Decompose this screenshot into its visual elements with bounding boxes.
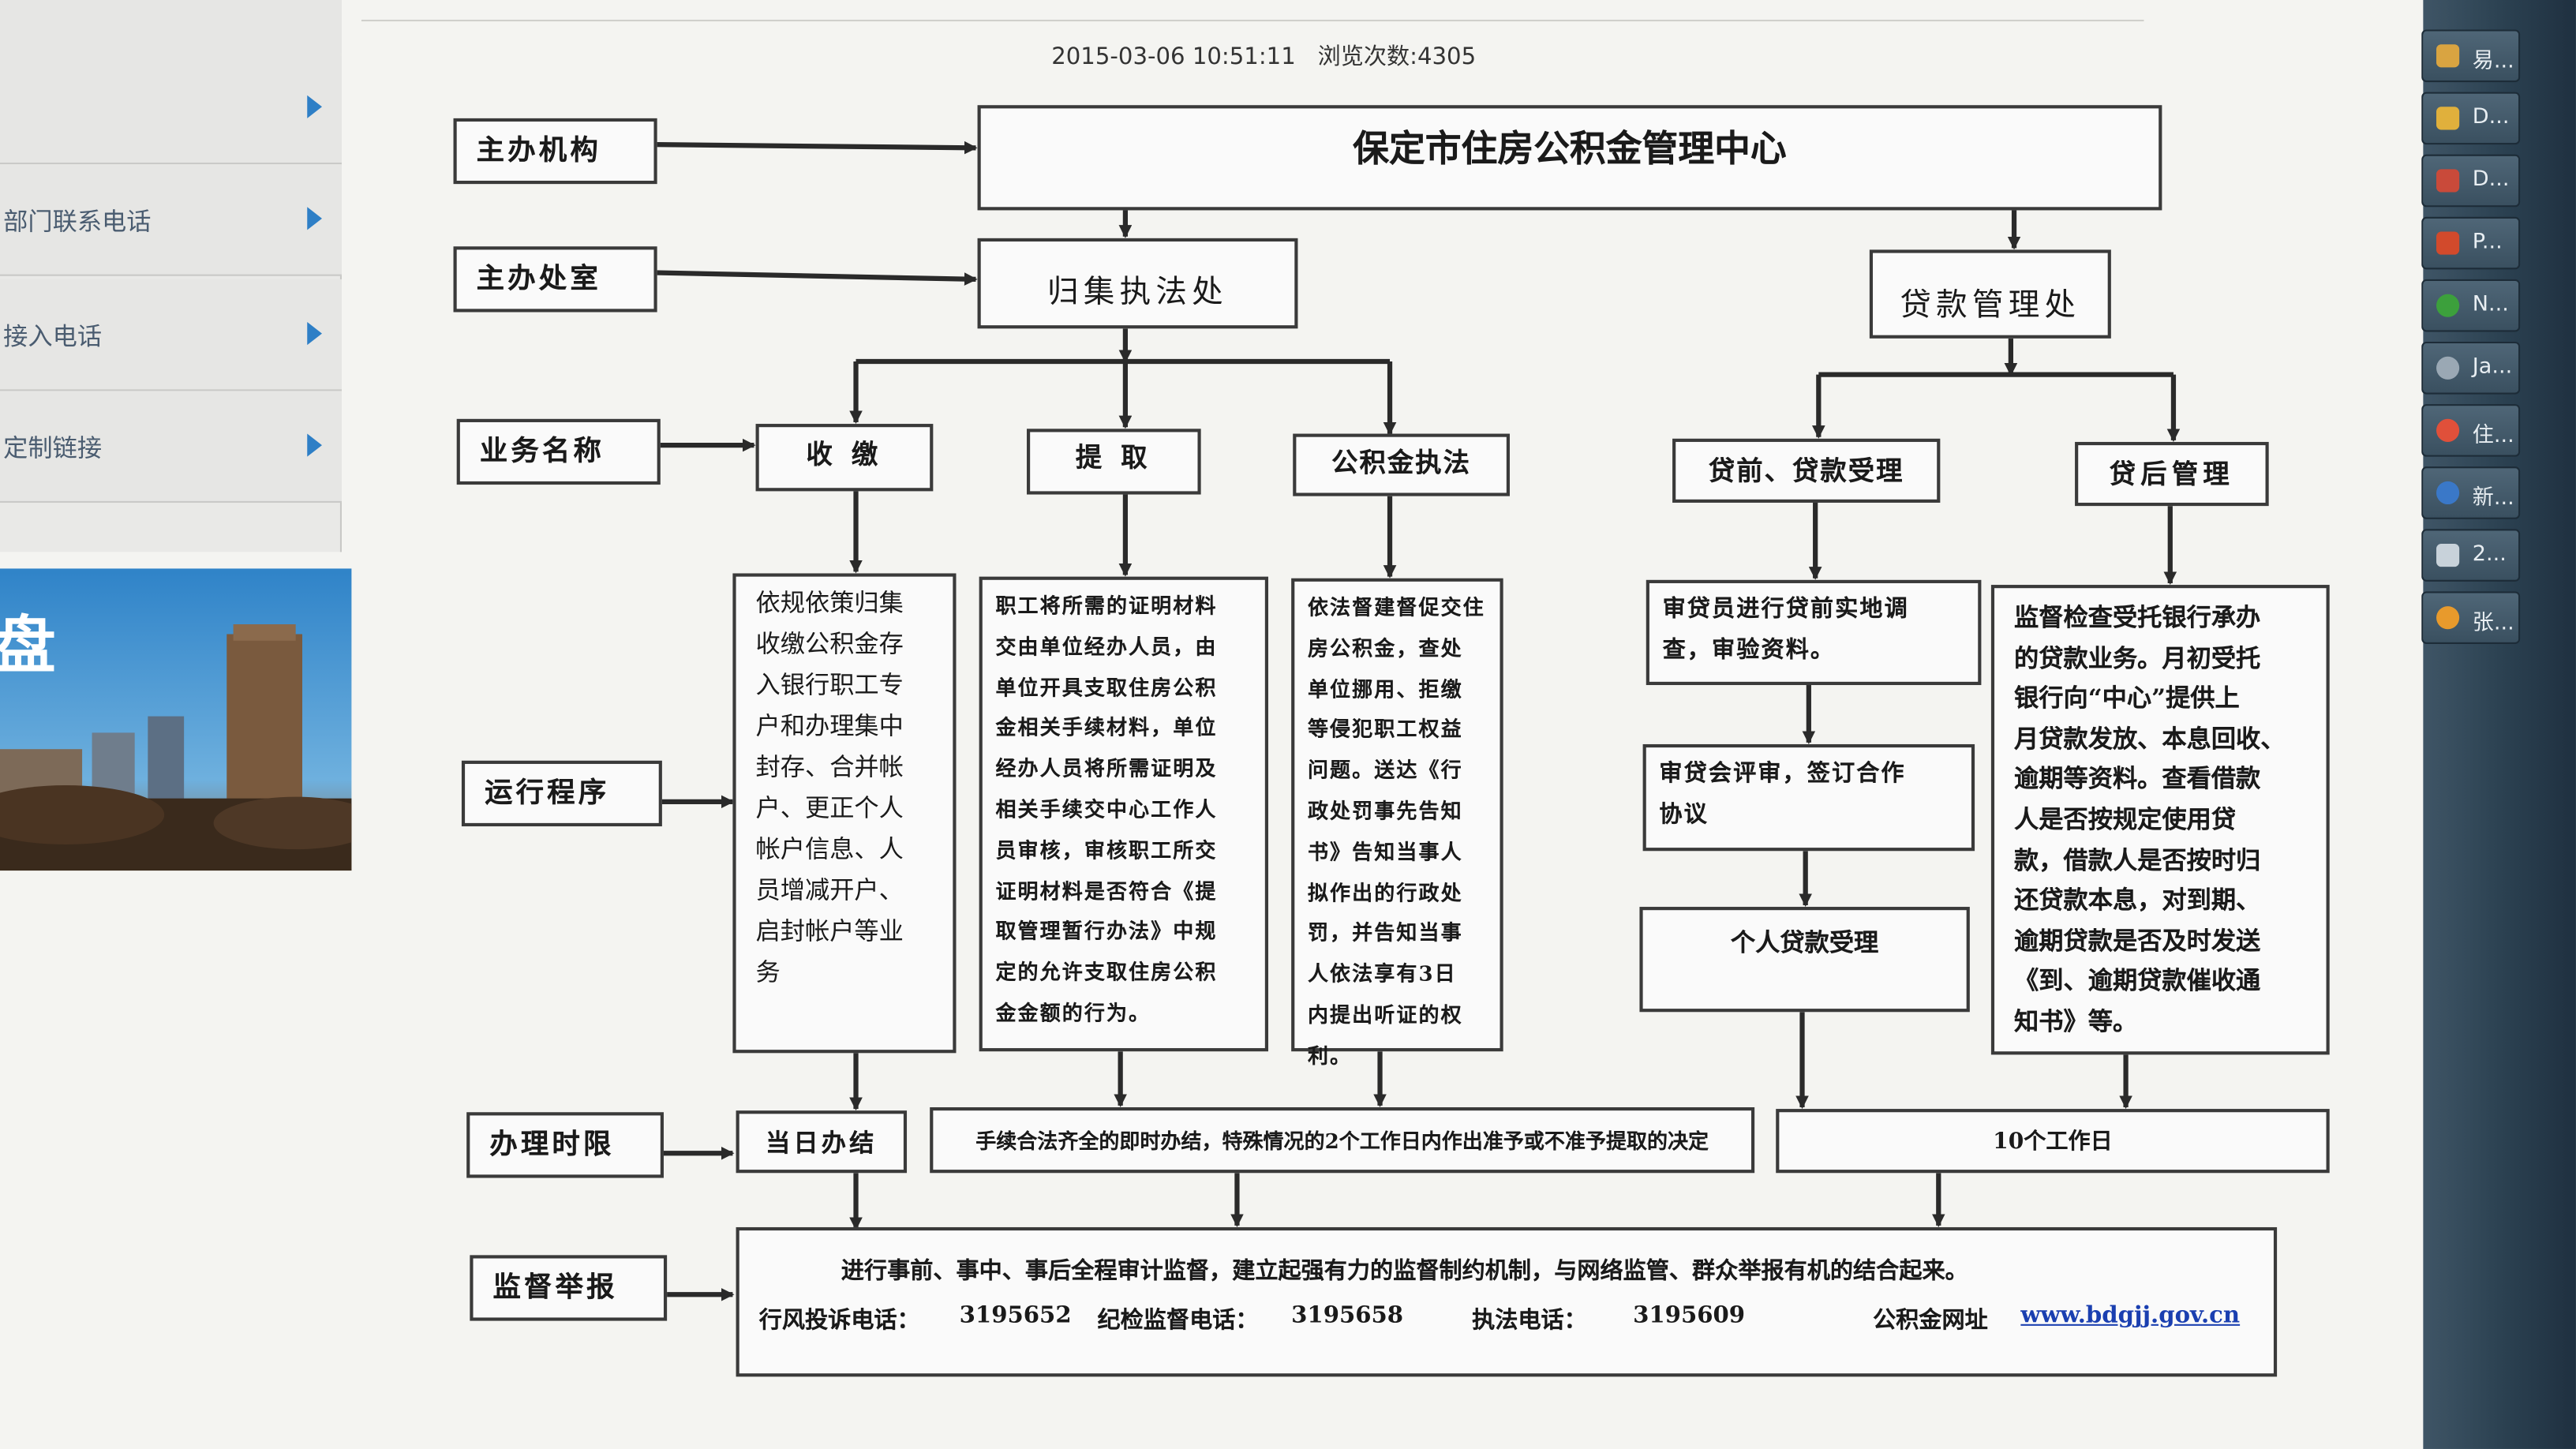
- proc-loan-step3: 个人贷款受理: [1639, 907, 1970, 1013]
- chat-icon: [2436, 606, 2460, 630]
- proc-loan-step2: 审贷会评审，签订合作 协议: [1642, 743, 1975, 852]
- label-procedure: 运行程序: [461, 760, 662, 827]
- app-icon: [2436, 231, 2460, 255]
- complaint-phone: 3195652: [959, 1302, 1072, 1330]
- discipline-phone: 3195658: [1291, 1302, 1404, 1330]
- node-pre-loan: 贷前、贷款受理: [1672, 438, 1941, 503]
- view-count: 浏览次数:4305: [1317, 44, 1477, 71]
- divider: [361, 19, 2144, 22]
- sidebar-item-top[interactable]: [0, 0, 342, 56]
- taskbar-item-4[interactable]: P...: [2421, 216, 2521, 270]
- app-icon: [2436, 294, 2460, 317]
- sidebar-item-label: 部门联系电话: [3, 207, 152, 237]
- node-center: 保定市住房公积金管理中心: [977, 105, 2162, 211]
- taskbar-item-2[interactable]: D...: [2421, 92, 2521, 145]
- browser-icon: [2436, 481, 2460, 505]
- gear-icon: [2436, 356, 2460, 380]
- sidebar: 部门联系电话 接入电话 定制链接: [0, 0, 342, 552]
- website-label: 公积金网址: [1873, 1307, 1988, 1335]
- website-link[interactable]: www.bdgjj.gov.cn: [2020, 1302, 2241, 1330]
- taskbar-item-7[interactable]: 住...: [2421, 404, 2521, 457]
- time-loan-days: 10个工作日: [1776, 1109, 2330, 1174]
- taskbar-item-5[interactable]: N...: [2421, 279, 2521, 332]
- node-withdraw: 提 取: [1027, 429, 1201, 495]
- sidebar-banner-image[interactable]: 盘: [0, 568, 352, 871]
- label-business: 业务名称: [456, 418, 661, 485]
- supervision-box: 进行事前、事中、事后全程审计监督，建立起强有力的监督制约机制，与网络监管、群众举…: [736, 1226, 2278, 1377]
- label-supervision: 监督举报: [470, 1255, 668, 1321]
- sidebar-item-label: 定制链接: [3, 433, 103, 464]
- time-withdraw-rule: 手续合法齐全的即时办结，特殊情况的2个工作日内作出准予或不准予提取的决定: [930, 1106, 1755, 1174]
- time-same-day: 当日办结: [736, 1110, 908, 1174]
- chevron-right-icon: [307, 95, 322, 118]
- proc-post-loan: 监督检查受托银行承办 的贷款业务。月初受托 银行向“中心”提供上 月贷款发放、本…: [1990, 585, 2330, 1055]
- sidebar-item-dept-phone[interactable]: 部门联系电话: [0, 164, 342, 276]
- label-sponsor-org: 主办机构: [453, 118, 657, 185]
- taskbar-item-6[interactable]: Ja...: [2421, 341, 2521, 395]
- node-dept-collect: 归集执法处: [977, 238, 1298, 329]
- chevron-right-icon: [307, 321, 322, 346]
- law-phone-label: 执法电话：: [1472, 1307, 1587, 1335]
- proc-loan-step1: 审贷员进行贷前实地调 查，审验资料。: [1646, 579, 1982, 686]
- label-sponsor-dept: 主办处室: [453, 246, 657, 313]
- complaint-phone-label: 行风投诉电话：: [758, 1307, 920, 1335]
- law-phone: 3195609: [1633, 1302, 1746, 1330]
- chevron-right-icon: [307, 207, 322, 230]
- sidebar-item-access-phone[interactable]: 接入电话: [0, 279, 342, 391]
- taskbar-item-10[interactable]: 张...: [2421, 591, 2521, 644]
- app-icon: [2436, 169, 2460, 193]
- city-skyline-image: [0, 568, 352, 871]
- supervision-statement: 进行事前、事中、事后全程审计监督，建立起强有力的监督制约机制，与网络监管、群众举…: [841, 1258, 1968, 1285]
- publish-datetime: 2015-03-06 10:51:11: [1051, 44, 1296, 71]
- proc-enforce: 依法督建督促交住 房公积金，查处 单位挪用、拒缴 等侵犯职工权益 问题。送达《行…: [1291, 578, 1503, 1068]
- taskbar-item-1[interactable]: 易...: [2421, 29, 2521, 83]
- node-payment: 收 缴: [755, 424, 934, 492]
- node-post-loan: 贷后管理: [2075, 441, 2269, 507]
- folder-icon: [2436, 107, 2460, 130]
- browser-icon: [2436, 418, 2460, 442]
- node-enforce: 公积金执法: [1293, 433, 1510, 496]
- banner-text: 盘: [0, 595, 56, 685]
- folder-icon: [2436, 44, 2460, 68]
- taskbar-item-9[interactable]: 2...: [2421, 529, 2521, 582]
- node-dept-loan: 贷款管理处: [1869, 249, 2111, 339]
- label-time-limit: 办理时限: [466, 1112, 664, 1178]
- sidebar-item-blank[interactable]: [0, 52, 342, 165]
- chevron-right-icon: [307, 433, 322, 457]
- article-meta: 2015-03-06 10:51:11 浏览次数:4305: [1051, 39, 1476, 73]
- discipline-phone-label: 纪检监督电话：: [1097, 1307, 1259, 1335]
- sidebar-item-label: 接入电话: [3, 321, 103, 352]
- window-icon: [2436, 544, 2460, 567]
- taskbar-item-3[interactable]: D...: [2421, 154, 2521, 208]
- proc-withdraw: 职工将所需的证明材料 交由单位经办人员，由 单位开具支取住房公积 金相关手续材料…: [979, 576, 1268, 1052]
- sidebar-item-custom-link[interactable]: 定制链接: [0, 391, 342, 503]
- proc-payment: 依规依策归集 收缴公积金存 入银行职工专 户和办理集中 封存、合并帐 户、更正个…: [732, 573, 957, 1054]
- taskbar-item-8[interactable]: 新...: [2421, 466, 2521, 519]
